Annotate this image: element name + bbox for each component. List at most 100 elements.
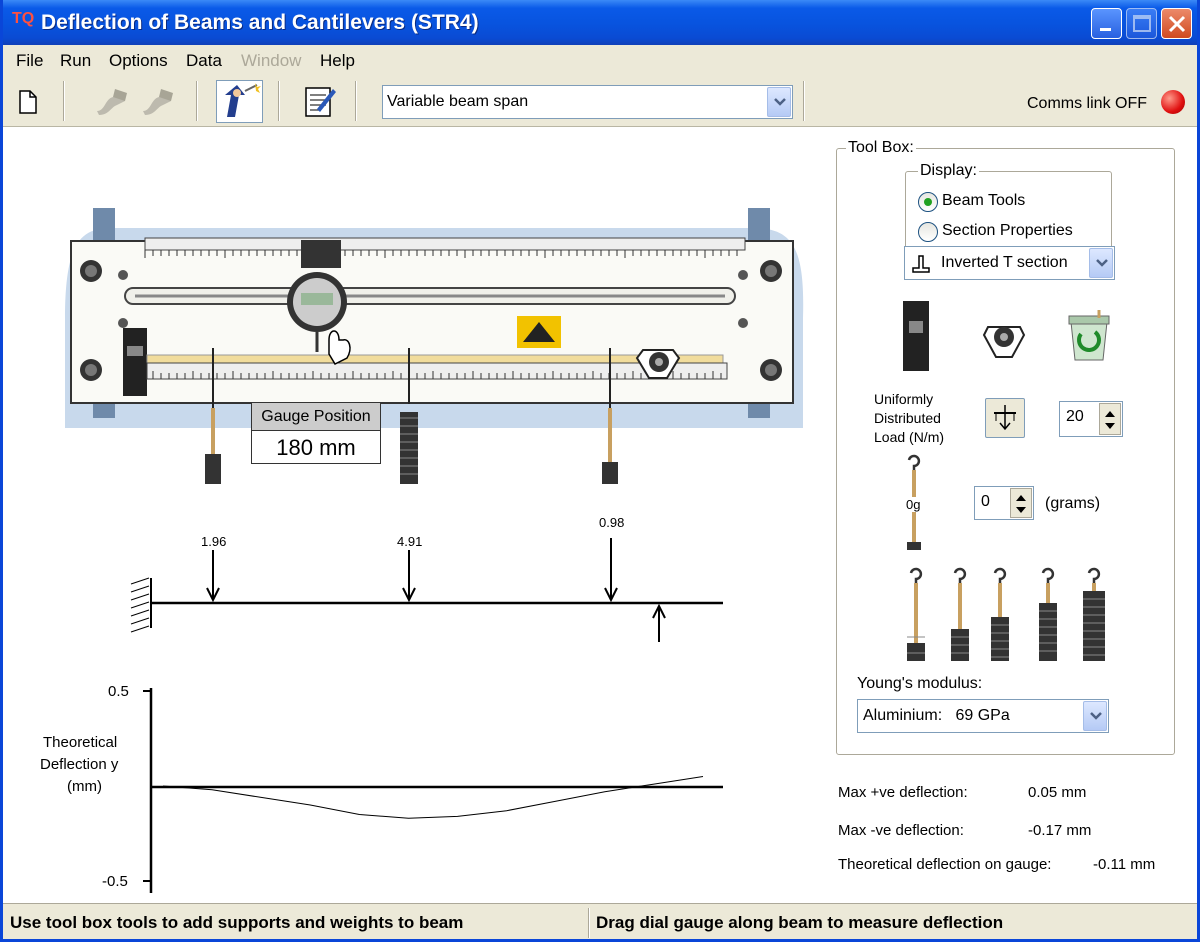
wizard-icon [225,83,261,117]
dropdown-button[interactable] [1089,248,1113,278]
y-tick-top: 0.5 [108,683,129,700]
hanger[interactable] [400,348,418,484]
chevron-down-icon [774,98,786,106]
recycle-bin-icon[interactable] [1065,304,1113,364]
dropdown-button[interactable] [767,87,791,117]
dial-gauge[interactable] [287,240,351,365]
spin-buttons[interactable] [1010,488,1032,518]
deflection-curve [162,776,704,819]
y-axis-label: (mm) [67,778,102,795]
toolbar: Variable beam span Comms link OFF [3,75,1197,127]
menu-file[interactable]: File [16,51,44,70]
load-label: 0.98 [599,515,625,530]
max-positive-value: 0.05 mm [1028,784,1087,801]
udl-icon [994,405,1016,431]
udl-label: Distributed [874,410,941,426]
youngs-modulus-label: Young's modulus: [857,675,983,692]
close-icon [1168,15,1186,33]
inverted-t-section-icon [912,255,930,273]
udl-label: Load (N/m) [874,429,945,445]
gauge-position-box: Gauge Position 180 mm [251,402,381,464]
load-label: 1.96 [201,534,227,549]
toolbar-separator [278,81,280,121]
menu-options[interactable]: Options [109,51,168,70]
dropdown-button[interactable] [1083,701,1107,731]
udl-value: 20 [1066,408,1084,425]
udl-label: Uniformly [874,391,934,407]
max-negative-value: -0.17 mm [1028,822,1092,839]
experiment-mode-value: Variable beam span [387,93,529,110]
menu-window[interactable]: Window [241,51,302,70]
fixed-support-tool-icon[interactable] [901,299,931,373]
tool-box: Tool Box: Display: Beam Tools Section Pr… [836,139,1175,755]
udl-button[interactable] [985,398,1025,438]
menu-run[interactable]: Run [60,51,92,70]
deflection-graph [143,688,723,893]
menu-help[interactable]: Help [320,51,355,70]
app-logo-icon: TQ [12,10,35,27]
y-axis-label: Deflection y [40,756,119,773]
load-label: 4.91 [397,534,423,549]
chevron-down-icon [1090,712,1102,720]
max-negative-label: Max -ve deflection: [838,822,964,839]
notes-icon[interactable] [303,85,337,119]
tool-box-title: Tool Box: [846,139,916,157]
mass-spinner[interactable]: 0 [974,486,1034,520]
hanger[interactable] [205,348,221,484]
gauge-position-label: Gauge Position [252,403,380,431]
disconnect-icon[interactable] [137,85,177,119]
weight-icon [991,567,1009,661]
new-file-icon[interactable] [17,90,39,114]
weight-icon [907,567,925,661]
close-button[interactable] [1161,8,1192,39]
mass-unit-label: (grams) [1045,495,1101,512]
weights-palette[interactable] [902,567,1117,667]
wizard-button[interactable] [216,80,263,123]
section-select-value: Inverted T section [941,254,1068,271]
connect-icon[interactable] [91,85,131,119]
section-select[interactable]: Inverted T section [904,246,1115,280]
weight-icon [1039,567,1057,661]
toolbar-separator [196,81,198,121]
display-group: Display: Beam Tools Section Properties [905,162,1112,255]
material-select-value: Aluminium: 69 GPa [863,707,1010,724]
beam-tools-label[interactable]: Beam Tools [942,192,1026,209]
gauge-deflection-label: Theoretical deflection on gauge: [838,856,1052,873]
section-properties-label[interactable]: Section Properties [942,222,1073,239]
window-title: Deflection of Beams and Cantilevers (STR… [41,11,479,34]
comms-status-indicator [1161,90,1185,114]
minimize-icon [1100,28,1111,31]
roller-support-tool-icon[interactable] [982,317,1026,361]
comms-status-label: Comms link OFF [1027,95,1147,112]
status-divider [588,908,590,938]
beam-tools-radio[interactable] [918,192,938,212]
menu-bar: File Run Options Data Window Help [3,45,1197,75]
maximize-button[interactable] [1126,8,1157,39]
spin-buttons[interactable] [1099,403,1121,435]
roller-support[interactable] [635,349,681,379]
section-properties-radio[interactable] [918,222,938,242]
chevron-down-icon [1096,259,1108,267]
toolbar-separator [63,81,65,121]
gauge-position-value: 180 mm [276,435,356,460]
hanger-mass-label: 0g [906,497,921,512]
max-positive-label: Max +ve deflection: [838,784,968,801]
maximize-icon [1133,15,1151,32]
minimize-button[interactable] [1091,8,1122,39]
experiment-mode-select[interactable]: Variable beam span [382,85,793,119]
spin-arrows-icon [1016,495,1026,513]
udl-spinner[interactable]: 20 [1059,401,1123,437]
gauge-deflection-value: -0.11 mm [1093,856,1156,873]
menu-data[interactable]: Data [186,51,222,70]
spin-arrows-icon [1105,411,1115,429]
display-title: Display: [918,162,979,180]
toolbar-separator [355,81,357,121]
beam-apparatus[interactable] [53,208,813,498]
y-axis-label: Theoretical [43,734,118,751]
main-panel: Gauge Position 180 mm 1.96 4.91 0.98 0.5… [3,128,1197,903]
free-body-diagram [130,538,723,642]
hanger[interactable] [602,348,618,484]
mass-value: 0 [981,493,990,510]
title-bar[interactable]: TQ Deflection of Beams and Cantilevers (… [3,0,1197,45]
material-select[interactable]: Aluminium: 69 GPa [857,699,1109,733]
